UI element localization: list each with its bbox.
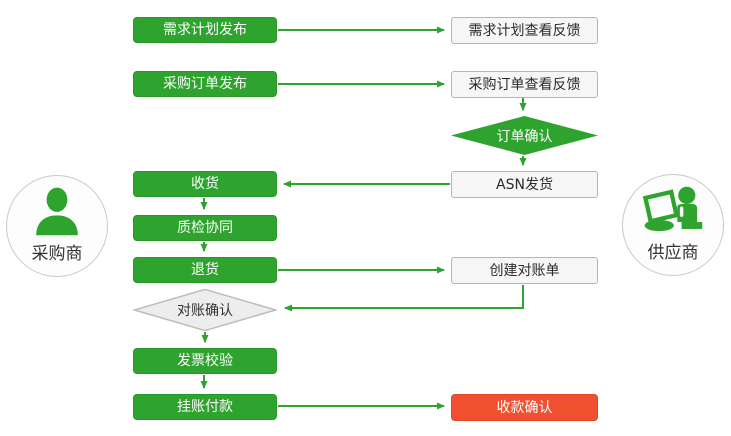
supplier-laptop-icon [642,184,704,236]
order-confirm-label: 订单确认 [496,128,553,145]
node-po-feedback: 采购订单查看反馈 [451,71,598,98]
node-receive: 收货 [133,171,277,197]
node-demand-plan-feedback: 需求计划查看反馈 [451,17,598,44]
supplier-label: 供应商 [647,243,699,263]
node-create-statement: 创建对账单 [451,257,598,284]
node-invoice-check: 发票校验 [133,348,277,374]
buyer-person-icon [29,185,85,237]
node-receipt-confirm: 收款确认 [451,394,598,421]
node-po-publish: 采购订单发布 [133,71,277,97]
buyer-label: 采购商 [31,244,83,264]
node-statement-confirm: 对账确认 [133,289,277,331]
statement-confirm-label: 对账确认 [177,303,233,319]
node-quality-check: 质检协同 [133,215,277,241]
node-asn-ship: ASN发货 [451,171,598,198]
node-order-confirm: 订单确认 [451,116,598,155]
node-return-goods: 退货 [133,257,277,283]
node-payment: 挂账付款 [133,394,277,420]
supplier-actor: 供应商 [622,174,724,276]
node-demand-plan-publish: 需求计划发布 [133,17,277,43]
arrow-statement-to-confirm [284,285,524,312]
buyer-actor: 采购商 [6,175,108,277]
